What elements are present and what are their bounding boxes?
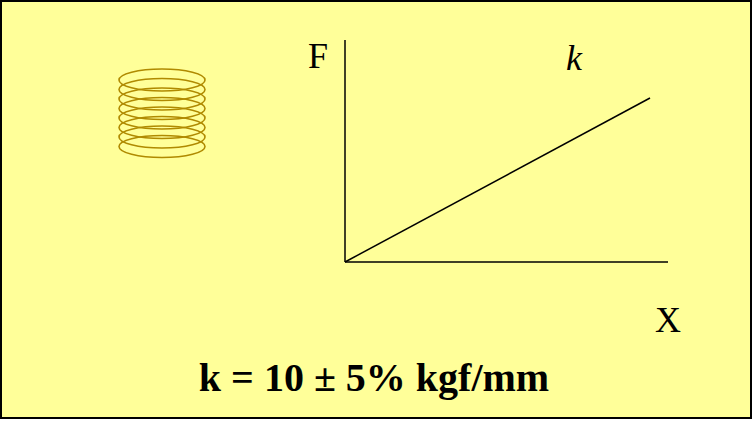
spring-coil [119,136,205,158]
spring-coil [119,126,205,148]
force-axis [344,40,346,262]
axis-label: F [308,38,328,74]
coil-spring [119,69,205,158]
axis-label: X [655,302,681,338]
stiffness-spec: k = 10 ± 5% kgf/mm [199,358,549,398]
stiffness-label: k [566,40,582,76]
displacement-axis [345,261,668,263]
stiffness-line [345,98,650,262]
